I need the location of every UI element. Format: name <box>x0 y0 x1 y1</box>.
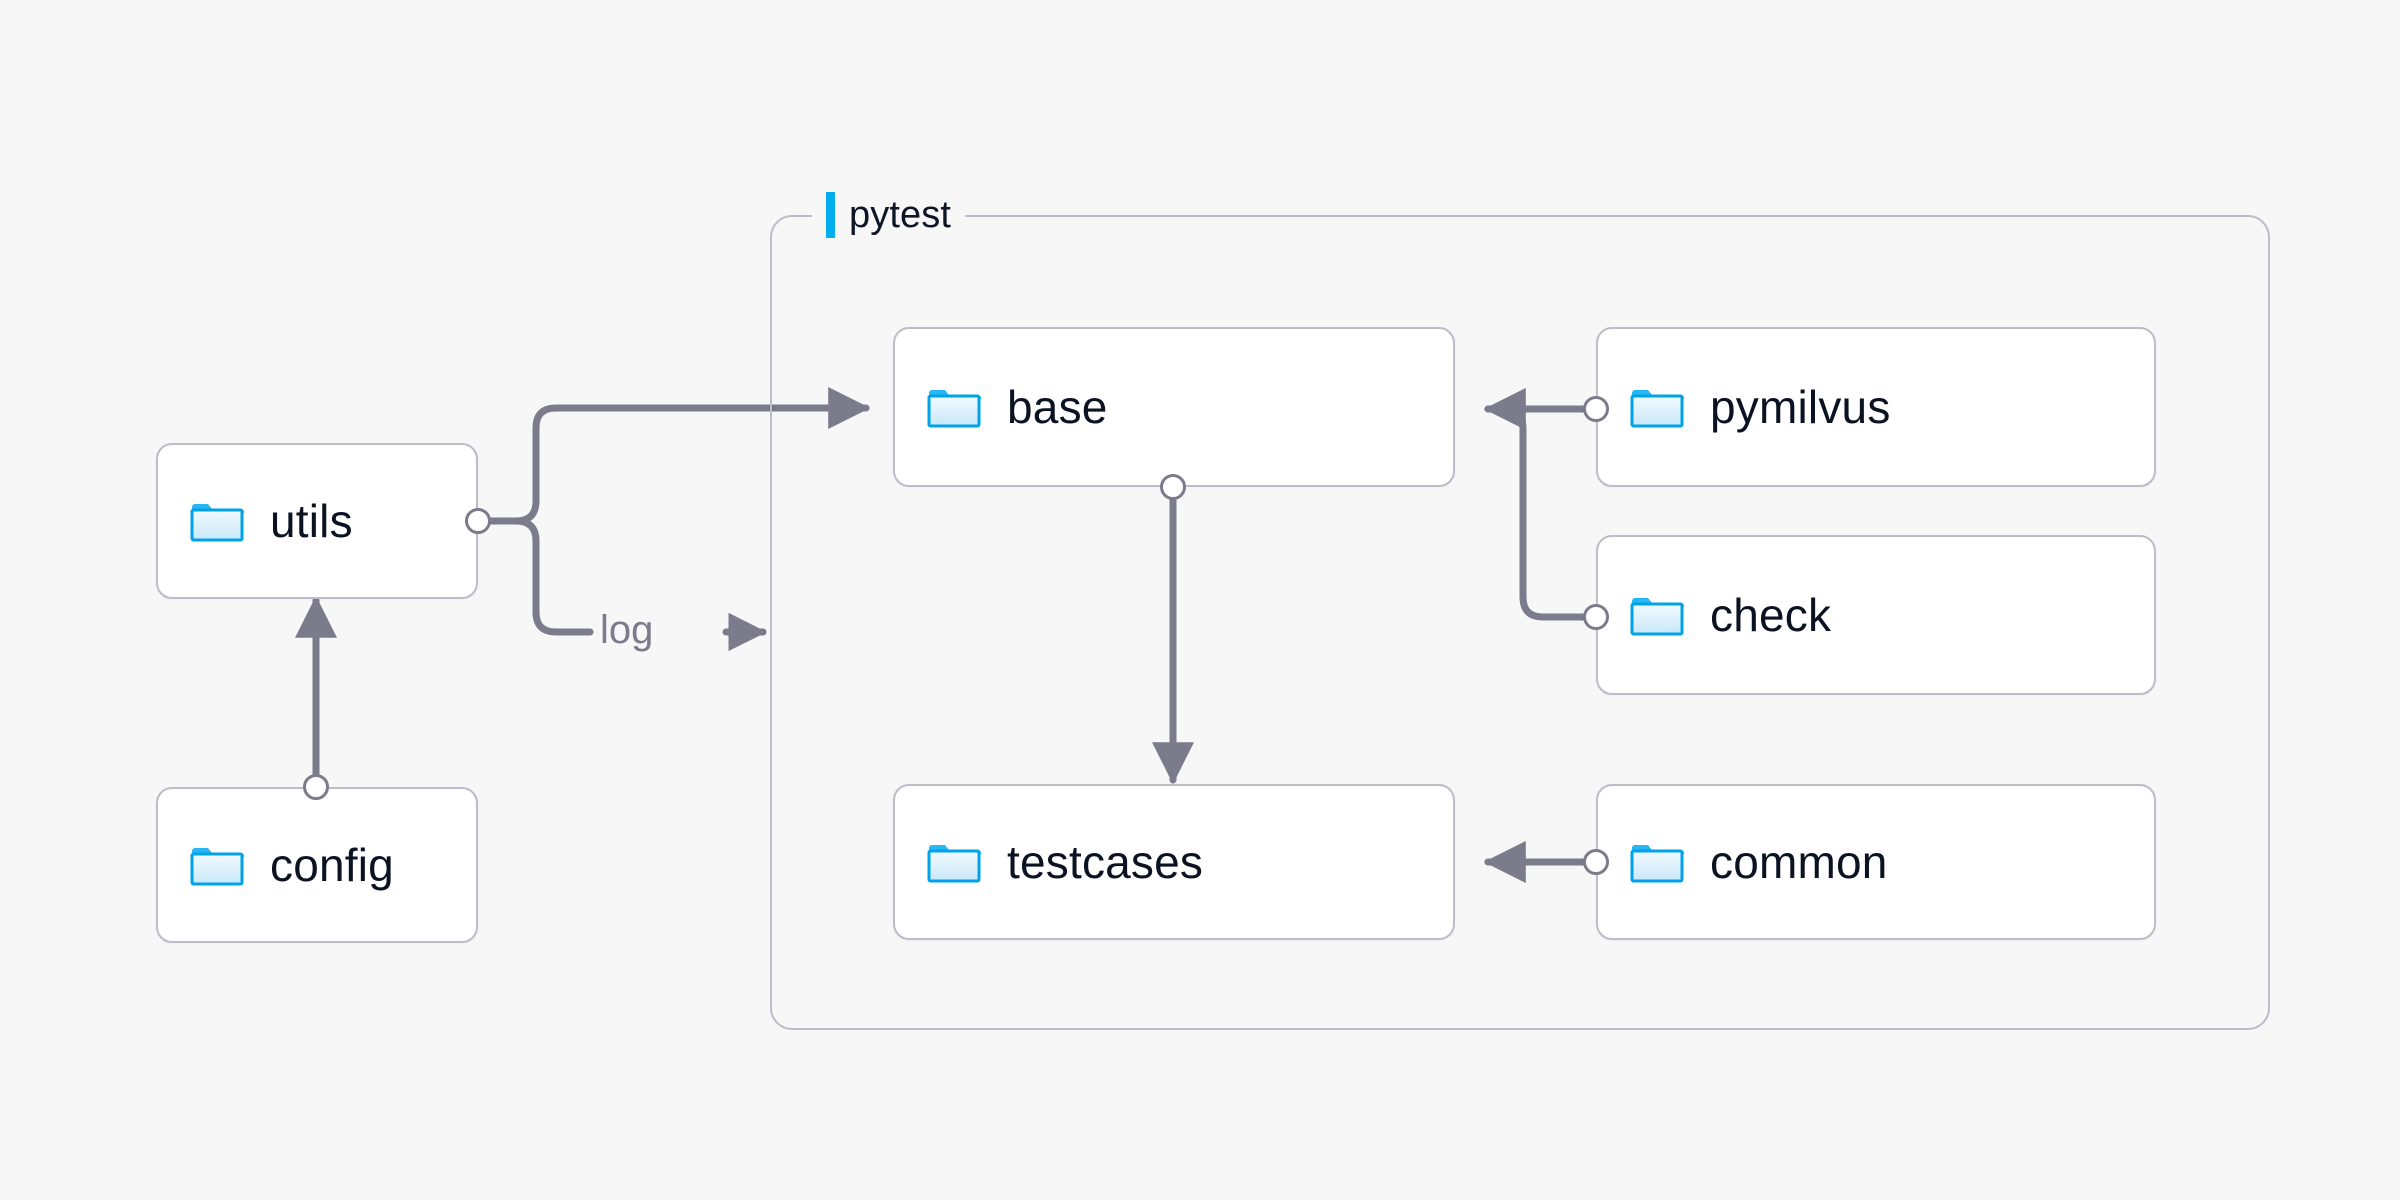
node-pymilvus-label: pymilvus <box>1710 381 1891 433</box>
folder-icon <box>1630 593 1684 637</box>
node-utils[interactable]: utils <box>156 443 478 599</box>
node-pymilvus[interactable]: pymilvus <box>1596 327 2156 487</box>
port-config-top[interactable] <box>303 774 329 800</box>
folder-icon <box>927 385 981 429</box>
node-testcases-label: testcases <box>1007 836 1204 888</box>
node-testcases[interactable]: testcases <box>893 784 1455 940</box>
accent-bar-icon <box>826 192 835 238</box>
edge-utils-log <box>482 517 594 636</box>
folder-icon <box>190 843 244 887</box>
port-base-bottom[interactable] <box>1160 474 1186 500</box>
port-utils-right[interactable] <box>465 508 491 534</box>
port-check-left[interactable] <box>1583 604 1609 630</box>
group-pytest-label: pytest <box>812 192 965 238</box>
node-config-label: config <box>270 839 394 891</box>
node-check[interactable]: check <box>1596 535 2156 695</box>
folder-icon <box>927 840 981 884</box>
group-pytest <box>770 215 2270 1030</box>
node-base-label: base <box>1007 381 1108 433</box>
group-pytest-title: pytest <box>849 194 951 236</box>
node-common[interactable]: common <box>1596 784 2156 940</box>
node-common-label: common <box>1710 836 1888 888</box>
node-base[interactable]: base <box>893 327 1455 487</box>
edge-label-log: log <box>600 608 654 652</box>
node-check-label: check <box>1710 589 1832 641</box>
port-common-left[interactable] <box>1583 849 1609 875</box>
node-config[interactable]: config <box>156 787 478 943</box>
folder-icon <box>190 499 244 543</box>
folder-icon <box>1630 840 1684 884</box>
node-utils-label: utils <box>270 495 353 547</box>
folder-icon <box>1630 385 1684 429</box>
port-pymilvus-left[interactable] <box>1583 396 1609 422</box>
